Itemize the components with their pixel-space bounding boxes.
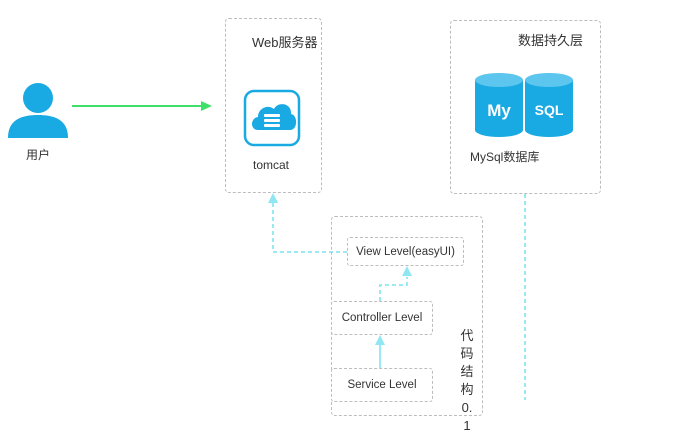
view-to-server-arrow [268,193,347,253]
controller-to-view-arrow [379,266,412,301]
mysql-logo-icon: My SQL [475,73,573,137]
view-level-box: View Level(easyUI) [347,237,464,266]
user-to-server-arrow [72,101,212,111]
architecture-diagram: My SQL [8,73,573,400]
mysql-logo-text-left: My [487,101,511,120]
service-to-controller-arrow [375,335,385,368]
persistence-title: 数据持久层 [518,33,584,48]
persistence-box [450,20,601,194]
mysql-db-label: MySql数据库 [470,150,540,164]
user-label: 用户 [26,148,51,162]
web-server-title: Web服务器 [252,35,318,50]
cloud-server-icon [243,89,301,147]
mysql-logo-text-right: SQL [535,102,564,118]
tomcat-label: tomcat [253,158,290,172]
controller-level-box: Controller Level [331,301,433,335]
web-server-box [225,18,322,193]
user-icon [8,83,68,138]
code-structure-vertical-label: 代码结构0.1 [460,328,474,433]
service-level-box: Service Level [331,368,433,402]
